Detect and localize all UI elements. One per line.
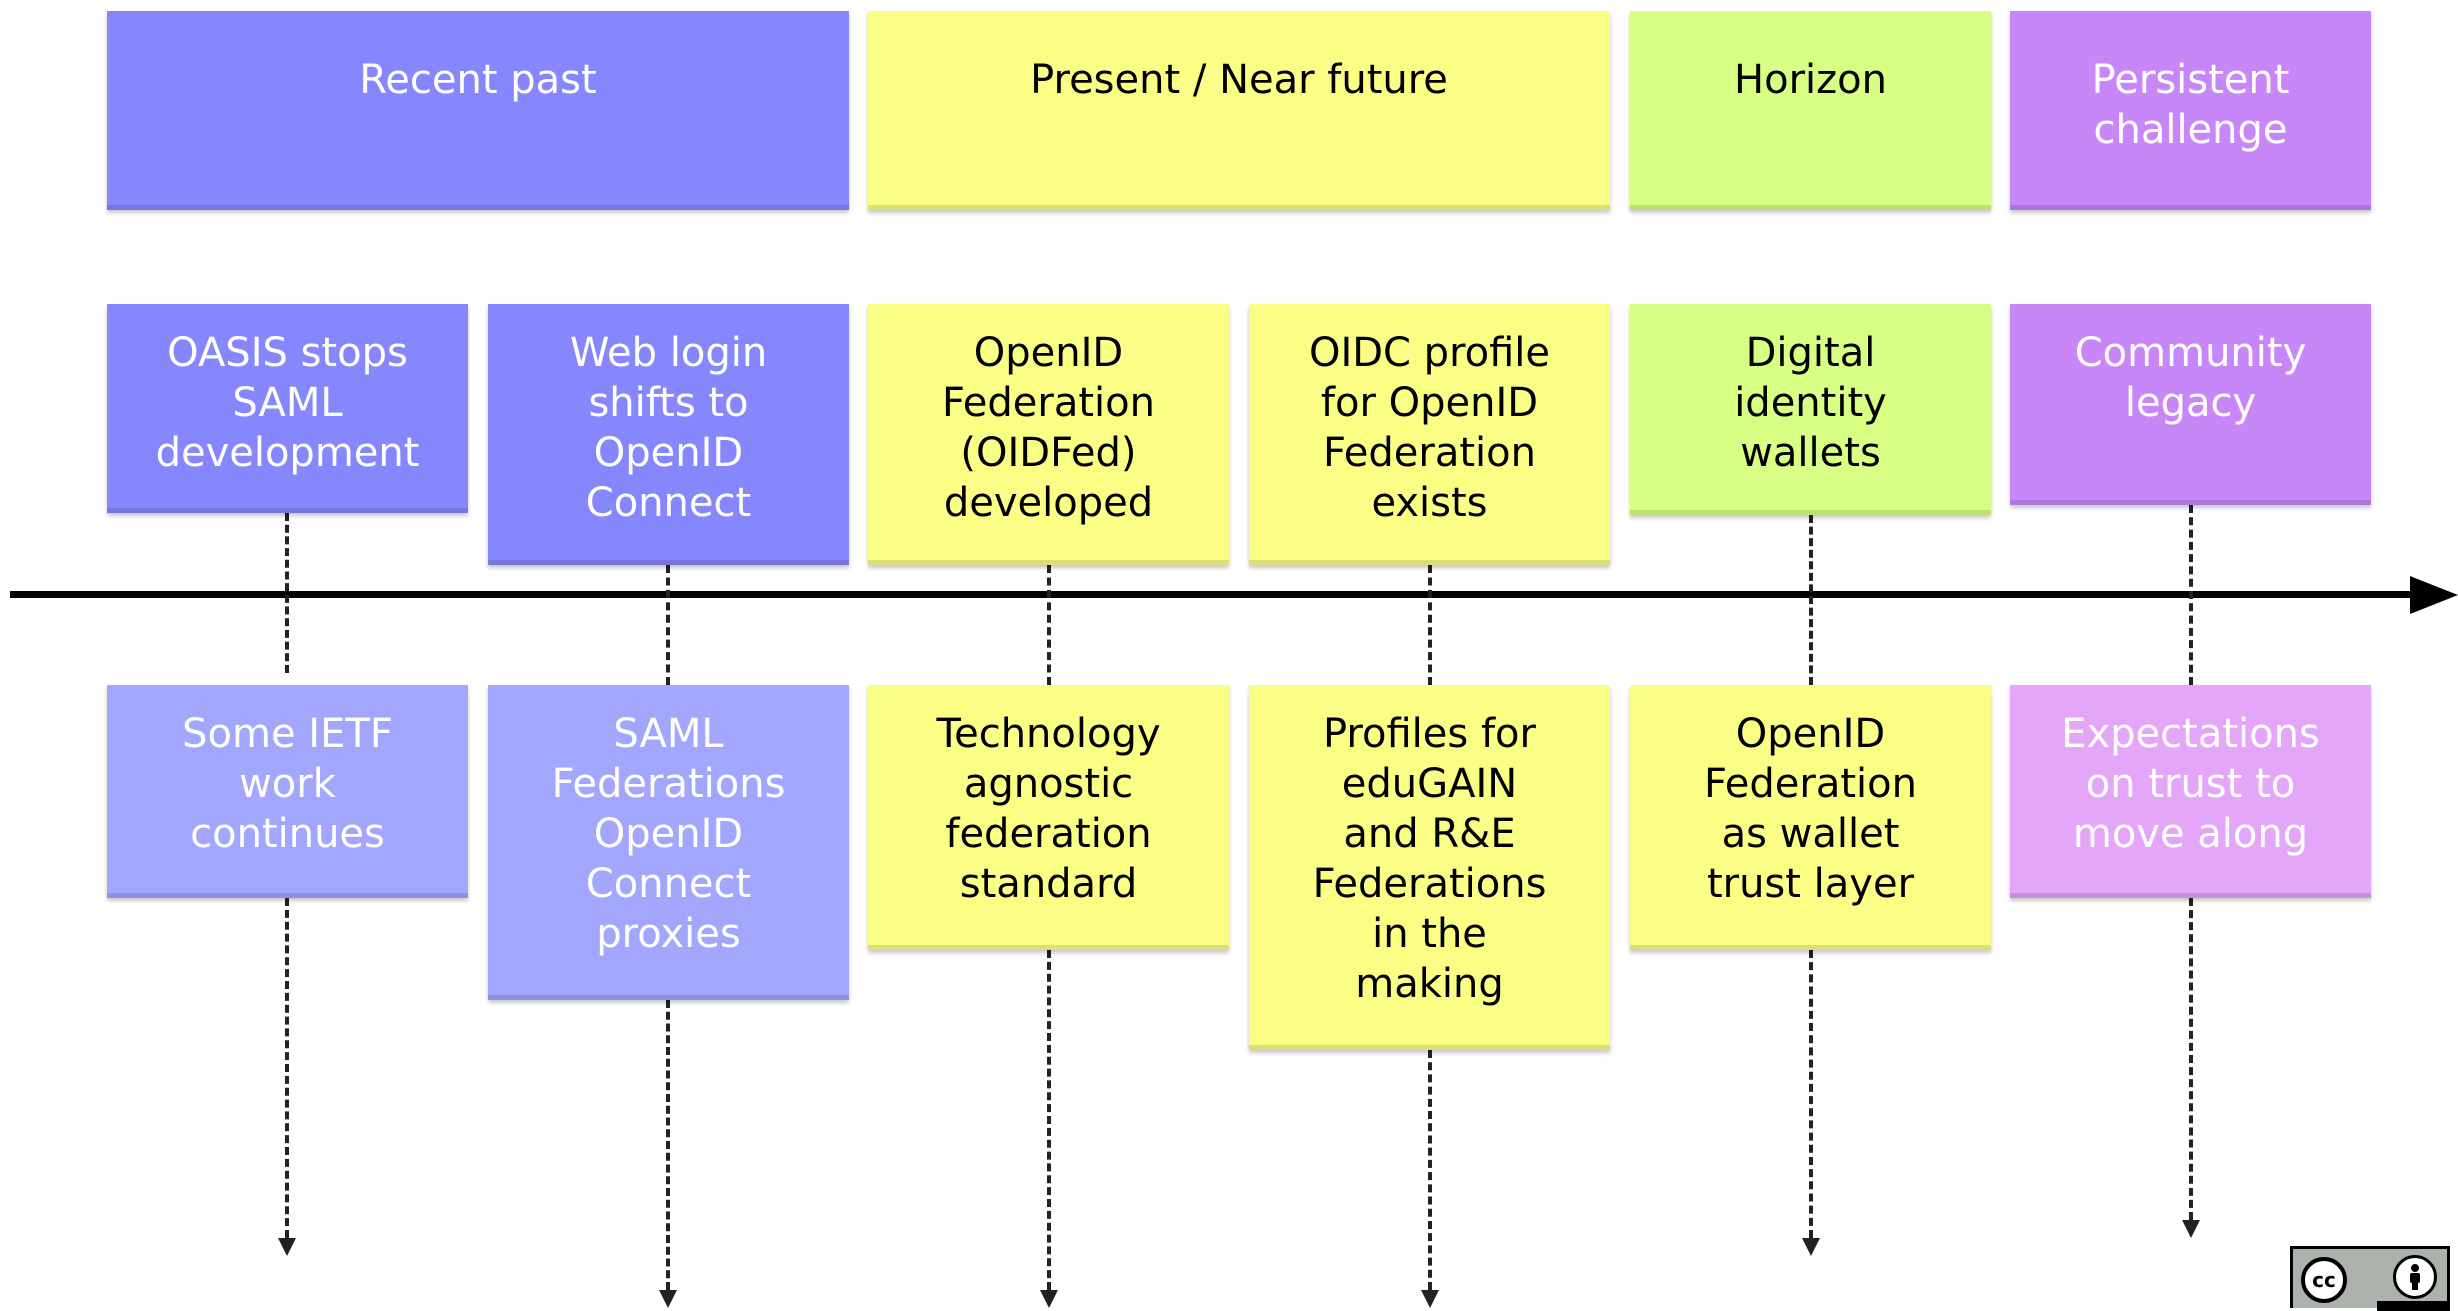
connector-col-6 xyxy=(2189,505,2193,685)
attribution-person-icon xyxy=(2393,1255,2437,1299)
card-web-login-shifts: Web login shifts to OpenID Connect xyxy=(488,304,849,565)
header-recent-past: Recent past xyxy=(107,11,849,210)
connector-arrow-col-4 xyxy=(1421,1290,1439,1308)
card-oidc-profile-exists: OIDC profile for OpenID Federation exist… xyxy=(1249,304,1610,565)
connector-col-6-lower xyxy=(2189,898,2193,1220)
header-present-near-future: Present / Near future xyxy=(868,11,1610,210)
connector-arrow-col-5 xyxy=(1802,1238,1820,1256)
connector-arrow-col-6 xyxy=(2182,1220,2200,1238)
connector-col-4 xyxy=(1428,565,1432,685)
card-label: Some IETF work continues xyxy=(182,711,393,857)
card-digital-identity-wallets: Digital identity wallets xyxy=(1630,304,1991,515)
card-label: OASIS stops SAML development xyxy=(155,330,420,476)
header-horizon: Horizon xyxy=(1630,11,1991,210)
connector-col-4-lower xyxy=(1428,1050,1432,1290)
card-label: OpenID Federation as wallet trust layer xyxy=(1703,711,1917,907)
card-expectations-on-trust: Expectations on trust to move along xyxy=(2010,685,2371,898)
card-profiles-edugain: Profiles for eduGAIN and R&E Federations… xyxy=(1249,685,1610,1050)
card-label: Technology agnostic federation standard xyxy=(936,711,1161,907)
cc-icon: cc xyxy=(2301,1257,2347,1303)
card-label: SAML Federations OpenID Connect proxies xyxy=(551,711,786,957)
connector-col-2-lower xyxy=(666,1000,670,1290)
card-saml-federations-proxies: SAML Federations OpenID Connect proxies xyxy=(488,685,849,1000)
connector-arrow-col-3 xyxy=(1040,1290,1058,1308)
card-label: OIDC profile for OpenID Federation exist… xyxy=(1308,330,1551,526)
connector-col-3-lower xyxy=(1047,950,1051,1290)
card-label: Community legacy xyxy=(2074,330,2307,426)
card-label: Web login shifts to OpenID Connect xyxy=(569,330,768,526)
connector-arrow-col-1 xyxy=(278,1238,296,1256)
badge-strip xyxy=(2377,1301,2450,1311)
header-label: Present / Near future xyxy=(1030,57,1448,103)
connector-col-5 xyxy=(1809,515,1813,685)
timeline-arrowhead xyxy=(2410,576,2458,614)
card-oasis-stops-saml: OASIS stops SAML development xyxy=(107,304,468,513)
card-openid-federation-developed: OpenID Federation (OIDFed) developed xyxy=(868,304,1229,565)
card-technology-agnostic-standard: Technology agnostic federation standard xyxy=(868,685,1229,950)
connector-col-1 xyxy=(285,513,289,673)
card-some-ietf-work: Some IETF work continues xyxy=(107,685,468,898)
card-community-legacy: Community legacy xyxy=(2010,304,2371,505)
card-label: Profiles for eduGAIN and R&E Federations… xyxy=(1312,711,1547,1007)
header-label: Recent past xyxy=(359,57,597,103)
card-label: Digital identity wallets xyxy=(1734,330,1887,476)
creative-commons-by-icon: cc xyxy=(2290,1246,2450,1311)
connector-col-1-lower xyxy=(285,898,289,1238)
connector-col-5-lower xyxy=(1809,950,1813,1238)
connector-arrow-col-2 xyxy=(659,1290,677,1308)
header-label: Horizon xyxy=(1734,57,1887,103)
timeline-axis xyxy=(10,591,2420,598)
header-label: Persistent challenge xyxy=(2091,57,2290,153)
card-label: OpenID Federation (OIDFed) developed xyxy=(941,330,1155,526)
connector-col-2 xyxy=(666,565,670,685)
header-persistent-challenge: Persistent challenge xyxy=(2010,11,2371,210)
connector-col-3 xyxy=(1047,565,1051,685)
card-label: Expectations on trust to move along xyxy=(2061,711,2320,857)
card-openid-federation-wallet-trust: OpenID Federation as wallet trust layer xyxy=(1630,685,1991,950)
